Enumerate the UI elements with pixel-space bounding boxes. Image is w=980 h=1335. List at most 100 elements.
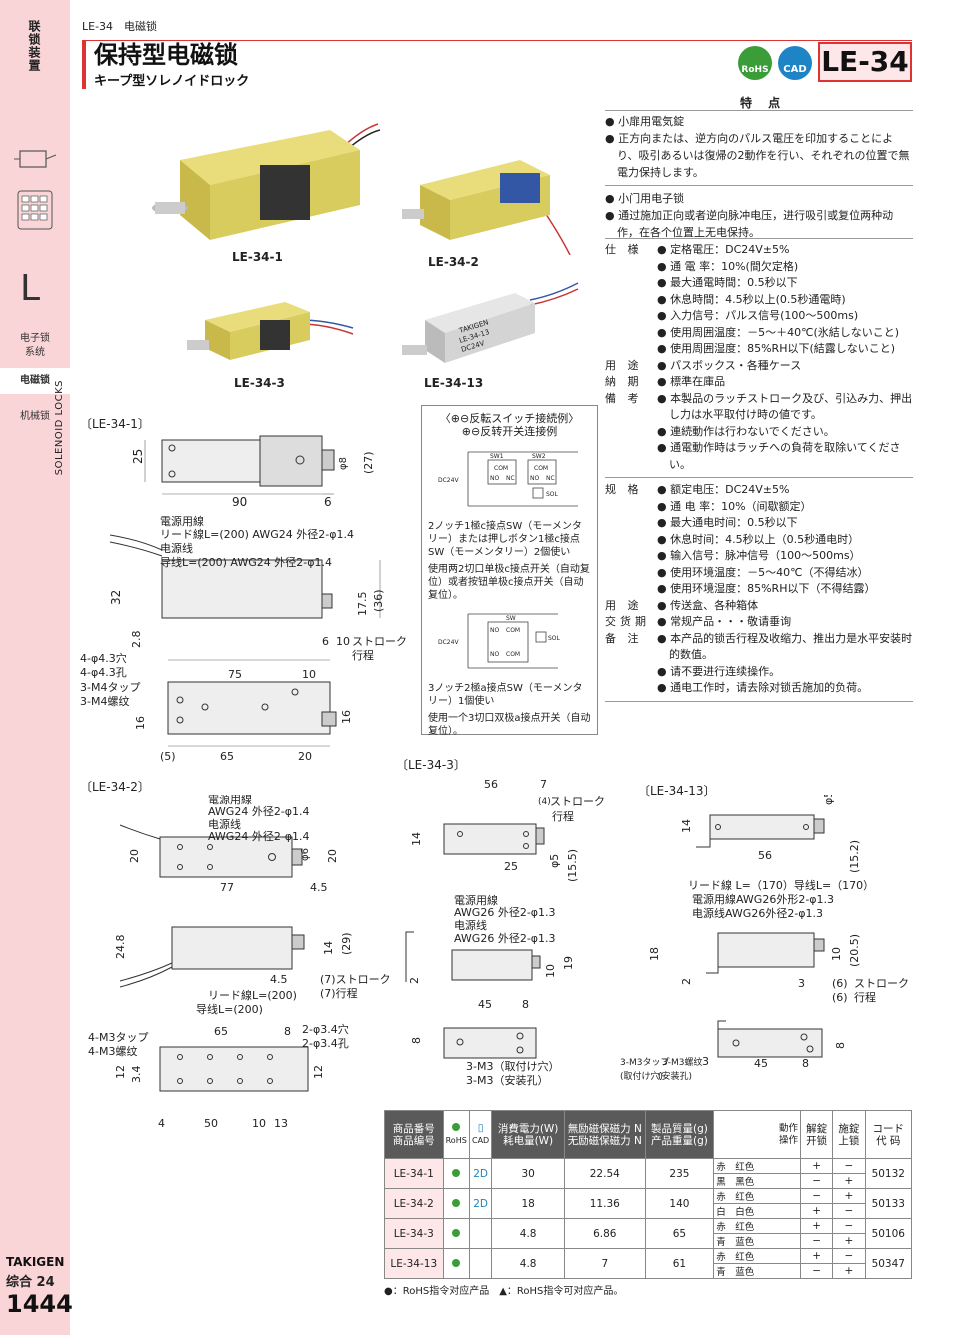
th-order: コード代 码 xyxy=(864,1110,913,1159)
cell-lead: 白 白色 xyxy=(713,1203,801,1219)
svg-text:(29): (29) xyxy=(340,932,353,955)
svg-text:4.5: 4.5 xyxy=(310,881,328,894)
spec-key xyxy=(605,664,657,681)
svg-text:6: 6 xyxy=(322,635,329,648)
svg-text:16: 16 xyxy=(134,716,147,730)
spec-key: 仕 様 xyxy=(605,243,643,256)
svg-text:(5): (5) xyxy=(160,750,176,763)
breadcrumb: LE-34 电磁锁 xyxy=(82,20,158,33)
spec-value: ● 定格電圧：DC24V±5% xyxy=(657,243,790,256)
cell-lock: + xyxy=(832,1173,866,1189)
spec-value: ● 入力信号：パルス信号(100〜500ms) xyxy=(657,309,859,322)
spec-row: ● 请不要进行连续操作。 xyxy=(605,664,913,681)
cad-badge[interactable]: CAD xyxy=(778,46,812,80)
spec-value: ● 额定电压：DC24V±5% xyxy=(657,483,790,496)
spec-key xyxy=(605,680,657,697)
svg-text:(6): (6) xyxy=(832,977,848,990)
cell-power: 30 xyxy=(491,1158,565,1189)
svg-text:(27): (27) xyxy=(362,451,375,474)
svg-text:导线L=(200): 导线L=(200) xyxy=(196,1002,263,1016)
switch-text-1-cn: 使用两2切口单极c接点开关（自动复位）或者按钮单极c接点开关（自动复位）。 xyxy=(428,564,590,601)
cell-unlock: + xyxy=(799,1248,834,1264)
spec-row: ● 使用周囲温度：－5〜＋40℃(氷結しないこと) xyxy=(605,325,913,342)
svg-text:リード線 L=（170）导线L=（170）: リード線 L=（170）导线L=（170） xyxy=(688,878,874,892)
side-item-mechanical-lock[interactable]: 机械锁 xyxy=(20,411,50,422)
spec-key xyxy=(605,325,657,342)
cell-order: 50106 xyxy=(864,1218,913,1249)
cell-lead: 黒 黑色 xyxy=(713,1173,801,1189)
svg-text:3-M3螺纹: 3-M3螺纹 xyxy=(662,1056,702,1068)
svg-text:2.8: 2.8 xyxy=(130,631,143,649)
svg-text:3: 3 xyxy=(798,977,805,990)
svg-text:75: 75 xyxy=(228,668,242,681)
spec-row: 納 期● 標準在庫品 xyxy=(605,374,913,391)
spec-value: ● 请不要进行连续操作。 xyxy=(657,664,781,678)
side-top-label: 联锁装置 xyxy=(27,20,41,72)
svg-text:φ6: φ6 xyxy=(300,848,311,861)
svg-text:NO: NO xyxy=(530,475,539,482)
side-item-solenoid-lock[interactable]: 电磁锁 xyxy=(0,368,70,394)
spec-value: ● 本产品的锁舌行程及收缩力、推出力是水平安装时的数值。 xyxy=(657,631,913,662)
photo-label: LE-34-3 xyxy=(234,376,285,390)
spec-value: ● 使用环境湿度：85%RH以下（不得结露） xyxy=(657,582,876,595)
side-index-bar: 联锁装置 L 电子锁 系统 电磁锁 机械锁 SOLENOID LOCKS TAK… xyxy=(0,0,73,1335)
product-table: 商品番号商品编号 RoHS ▯CAD 消費電力(W)耗电量(W) 無励磁保磁力 … xyxy=(384,1110,913,1279)
svg-text:10: 10 xyxy=(336,635,350,648)
svg-text:导线L=(200) AWG24 外径2-φ1.4: 导线L=(200) AWG24 外径2-φ1.4 xyxy=(160,555,332,569)
svg-text:φ8: φ8 xyxy=(338,457,349,470)
side-item-electronic-lock[interactable]: 电子锁 系统 xyxy=(20,333,50,358)
spec-key xyxy=(605,565,657,582)
spec-value: ● 通 電 率：10%(間欠定格) xyxy=(657,259,799,273)
spec-value: ● 使用环境温度：－5〜40℃（不得结冰） xyxy=(657,565,869,579)
spec-key xyxy=(605,499,657,516)
feature-item: ● 小扉用電気錠 xyxy=(605,115,685,128)
svg-text:(36): (36) xyxy=(372,589,385,612)
svg-text:8: 8 xyxy=(802,1057,809,1070)
spec-row: 规 格 ● 额定电压：DC24V±5% xyxy=(605,482,913,499)
table-row: 青 蓝色−+ xyxy=(385,1263,912,1279)
svg-text:8: 8 xyxy=(284,1025,291,1038)
page-number: 1444 xyxy=(6,1290,73,1318)
svg-text:65: 65 xyxy=(220,750,234,763)
svg-text:45: 45 xyxy=(754,1057,768,1070)
svg-text:SOL: SOL xyxy=(546,491,559,498)
svg-text:AWG24 外径2-φ1.4: AWG24 外径2-φ1.4 xyxy=(208,830,310,843)
spec-key: 用 途 xyxy=(605,598,643,612)
spec-cn: 规 格● 额定电压：DC24V±5%● 通 电 率：10%（间歇额定）● 最大通… xyxy=(605,482,913,697)
svg-text:电源线: 电源线 xyxy=(454,918,487,932)
svg-text:65: 65 xyxy=(214,1025,228,1038)
side-vertical-label: SOLENOID LOCKS xyxy=(54,380,65,476)
spec-key: 納 期 xyxy=(605,375,643,388)
cell-cad xyxy=(468,1248,493,1279)
spec-row: 備 考● 本製品のラッチストローク及び、引込み力、押出し力は水平取付け時の値です… xyxy=(605,391,913,424)
product-code-box: LE-34 xyxy=(818,42,912,82)
svg-text:リード線L=(200): リード線L=(200) xyxy=(208,988,297,1002)
svg-text:電源用線: 電源用線 xyxy=(160,514,204,528)
drawing-le-34-1: 25 90 6 φ8 (27) 32 2.8 17.5 (36) 6 10 75… xyxy=(80,435,407,763)
svg-text:SW1: SW1 xyxy=(490,453,504,460)
svg-text:14: 14 xyxy=(322,941,335,955)
spec-key: 规 格 xyxy=(605,483,643,496)
spec-row: ● 最大通电时间：0.5秒以下 xyxy=(605,515,913,532)
rohs-badge: RoHS xyxy=(738,46,772,80)
photo-label: LE-34-1 xyxy=(232,250,283,264)
svg-text:(安装孔): (安装孔) xyxy=(658,1070,692,1082)
spec-value: ● 本製品のラッチストローク及び、引込み力、押出し力は水平取付け時の値です。 xyxy=(657,391,913,422)
svg-text:18: 18 xyxy=(648,947,661,961)
svg-text:2-φ3.4穴: 2-φ3.4穴 xyxy=(302,1022,349,1036)
cell-lead: 赤 红色 xyxy=(713,1158,801,1174)
switch-title-cn: ⊕⊖反转开关连接例 xyxy=(461,425,558,438)
svg-text:3-M3（安装孔）: 3-M3（安装孔） xyxy=(466,1073,548,1087)
cell-order: 50132 xyxy=(864,1158,913,1189)
svg-text:20: 20 xyxy=(326,849,339,863)
brand-label: TAKIGEN xyxy=(6,1255,65,1269)
spec-jp: 仕 様● 定格電圧：DC24V±5%● 通 電 率：10%(間欠定格)● 最大通… xyxy=(605,242,913,473)
cell-lead: 赤 红色 xyxy=(713,1248,801,1264)
svg-text:NC: NC xyxy=(506,475,515,482)
cell-hold: 22.54 xyxy=(563,1158,646,1189)
th-cad: ▯CAD xyxy=(468,1110,493,1159)
svg-text:NO: NO xyxy=(490,651,499,658)
svg-text:COM: COM xyxy=(494,465,508,472)
svg-text:13: 13 xyxy=(274,1117,288,1130)
